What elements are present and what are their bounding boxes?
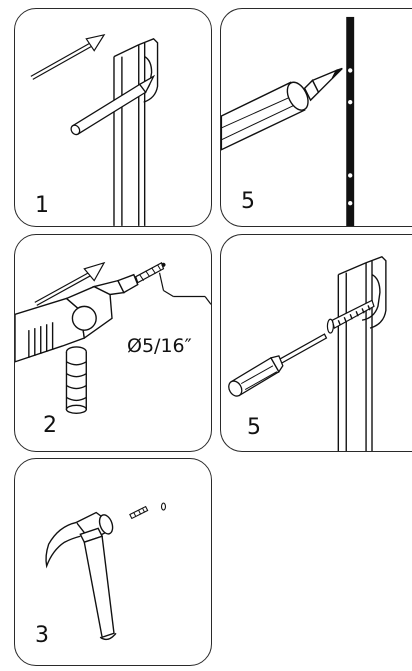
pencil — [70, 74, 156, 136]
wall-anchors — [129, 502, 167, 520]
drill-bit — [135, 261, 166, 284]
step-5-illustration — [228, 255, 387, 451]
step-number: 5 — [241, 189, 255, 214]
side-handle — [65, 346, 87, 414]
step-number: 2 — [43, 413, 57, 438]
wall-strip — [346, 16, 355, 226]
drill-diameter-label: Ø5/16″ — [127, 335, 192, 357]
step-4-panel: 5 — [220, 8, 412, 227]
step-3-illustration — [45, 502, 167, 641]
step-4-illustration — [221, 16, 355, 226]
step-number: 3 — [35, 623, 49, 648]
frame-profile — [337, 255, 387, 451]
step-number: 1 — [35, 193, 49, 218]
direction-arrow — [30, 33, 106, 80]
frame-profile — [113, 37, 159, 226]
hammer — [45, 511, 117, 641]
drill — [15, 273, 139, 363]
caulking-tube — [221, 67, 343, 151]
step-5-panel: 5 — [220, 234, 412, 452]
screwdriver — [228, 333, 328, 397]
step-2-panel: Ø5/16″ 2 — [14, 234, 212, 452]
step-1-illustration — [30, 33, 159, 226]
direction-arrow — [34, 261, 106, 306]
step-2-illustration — [15, 261, 211, 414]
step-number: 5 — [247, 415, 261, 440]
step-3-panel: 3 — [14, 458, 212, 666]
dimension-leader — [158, 272, 211, 305]
step-1-panel: 1 — [14, 8, 212, 227]
screw — [326, 299, 375, 334]
